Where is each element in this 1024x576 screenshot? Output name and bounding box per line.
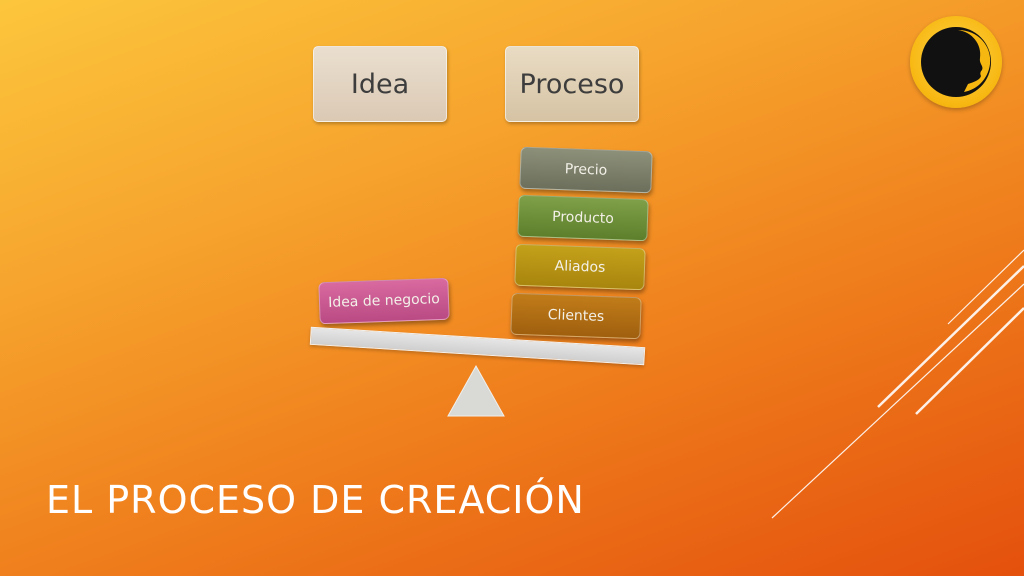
slide-title: EL PROCESO DE CREACIÓN [46, 478, 585, 522]
block-aliados: Aliados [514, 243, 646, 291]
logo [910, 16, 1002, 108]
block-clientes: Clientes [510, 292, 642, 340]
header-proceso: Proceso [505, 46, 639, 122]
triangle-fulcrum-icon [447, 364, 505, 417]
header-idea: Idea [313, 46, 447, 122]
face-profile-icon [921, 27, 991, 97]
block-producto: Producto [517, 194, 649, 242]
block-precio: Precio [519, 146, 653, 194]
block-idea-de-negocio: Idea de negocio [318, 277, 450, 325]
